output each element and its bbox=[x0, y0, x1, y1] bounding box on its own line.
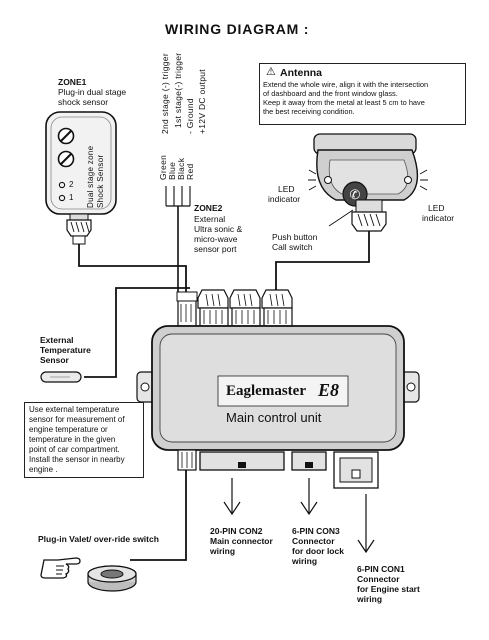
unit-label: Main control unit bbox=[226, 410, 322, 425]
connector-arrows bbox=[223, 478, 375, 554]
con2-line1: 20-PIN CON2 bbox=[210, 526, 263, 536]
temperature-note-box bbox=[24, 402, 144, 478]
zone1-label-2: 2 bbox=[69, 180, 74, 189]
temp-note-line3: engine temperature or bbox=[29, 425, 108, 434]
valet-label: Plug-in Valet/ over-ride switch bbox=[38, 534, 159, 544]
zone2-heading: ZONE2 bbox=[194, 203, 223, 213]
temperature-sensor-probe bbox=[40, 371, 82, 383]
temp-note-line1: Use external temperature bbox=[29, 405, 120, 414]
zone2-wire-harness bbox=[165, 186, 191, 292]
main-control-unit-body bbox=[136, 325, 420, 451]
led-left-line2: indicator bbox=[268, 194, 301, 204]
push-button-line2: Call switch bbox=[272, 242, 313, 252]
con3-line3: for door lock bbox=[292, 546, 344, 556]
temp-note-line7: engine . bbox=[29, 465, 58, 474]
svg-text:✆: ✆ bbox=[350, 188, 361, 203]
con2-line2: Main connector bbox=[210, 536, 273, 546]
zone1-desc-line2: shock sensor bbox=[58, 97, 109, 107]
unit-brand: Eaglemaster bbox=[226, 383, 306, 399]
bottom-connectors bbox=[177, 449, 379, 489]
antenna-note-box bbox=[259, 63, 466, 125]
zone1-label-1: 1 bbox=[69, 193, 74, 202]
con1-line2: Connector bbox=[357, 574, 400, 584]
zone1-side-line1: Dual stage zone bbox=[86, 145, 95, 208]
top-connectors bbox=[176, 289, 293, 327]
sensitivity-screw-1[interactable] bbox=[57, 150, 75, 168]
con3-line2: Connector bbox=[292, 536, 335, 546]
zone2-desc-line2: Ultra sonic & bbox=[194, 224, 243, 234]
con1-line3: for Engine start bbox=[357, 584, 420, 594]
antenna-text-line3: Keep it away from the metal at least 5 c… bbox=[263, 98, 425, 107]
shock-sensor-module bbox=[45, 111, 117, 245]
zone2-desc-line1: External bbox=[194, 214, 226, 224]
temp-note-line4: temperature in the given bbox=[29, 435, 116, 444]
con1-line1: 6-PIN CON1 bbox=[357, 564, 405, 574]
wire-function-black: - Ground bbox=[185, 98, 195, 134]
antenna-module: ✆ bbox=[308, 133, 428, 232]
zone1-side-line2: Shock Sensor bbox=[96, 154, 105, 208]
diagram-title: WIRING DIAGRAM : bbox=[165, 21, 310, 37]
push-button-line1: Push button bbox=[272, 232, 318, 242]
con2-line3: wiring bbox=[210, 546, 236, 556]
valet-switch[interactable] bbox=[87, 565, 137, 592]
pointing-hand-icon bbox=[40, 557, 81, 579]
unit-model: E8 bbox=[318, 380, 340, 400]
led-left-line1: LED bbox=[278, 184, 295, 194]
zone2-desc-line4: sensor port bbox=[194, 244, 237, 254]
con3-line1: 6-PIN CON3 bbox=[292, 526, 340, 536]
antenna-heading: Antenna bbox=[280, 67, 322, 79]
con3-line4: wiring bbox=[292, 556, 318, 566]
zone2-desc-line3: micro-wave bbox=[194, 234, 238, 244]
antenna-text-line2: of dashboard and the front window glass. bbox=[263, 89, 398, 98]
warning-triangle-icon: ⚠ bbox=[266, 66, 276, 78]
temp-note-line6: Install the sensor in nearby bbox=[29, 455, 125, 464]
sensitivity-screw-2[interactable] bbox=[57, 127, 75, 145]
zone1-heading: ZONE1 bbox=[58, 77, 87, 87]
temp-note-line2: sensor for measurement of bbox=[29, 415, 125, 424]
temp-heading-line3: Sensor bbox=[40, 355, 69, 365]
antenna-text-line1: Extend the whole wire, align it with the… bbox=[263, 80, 429, 89]
led-right-line1: LED bbox=[428, 203, 445, 213]
wire-color-red: Red bbox=[185, 163, 195, 181]
antenna-text-line4: the best receiving condition. bbox=[263, 107, 355, 116]
temp-heading-line2: Temperature bbox=[40, 345, 91, 355]
temp-note-line5: point of car compartment. bbox=[29, 445, 120, 454]
wire-function-red: +12V DC output bbox=[197, 69, 207, 134]
zone1-desc-line1: Plug-in dual stage bbox=[58, 87, 127, 97]
wiring-runs bbox=[78, 231, 370, 561]
led-right-line2: indicator bbox=[422, 213, 455, 223]
wire-function-blue: 1st stage(-) trigger bbox=[173, 52, 183, 128]
wire-function-green: 2nd stage (-) trigger bbox=[160, 53, 170, 134]
con1-line4: wiring bbox=[357, 594, 383, 604]
temp-heading-line1: External bbox=[40, 335, 74, 345]
